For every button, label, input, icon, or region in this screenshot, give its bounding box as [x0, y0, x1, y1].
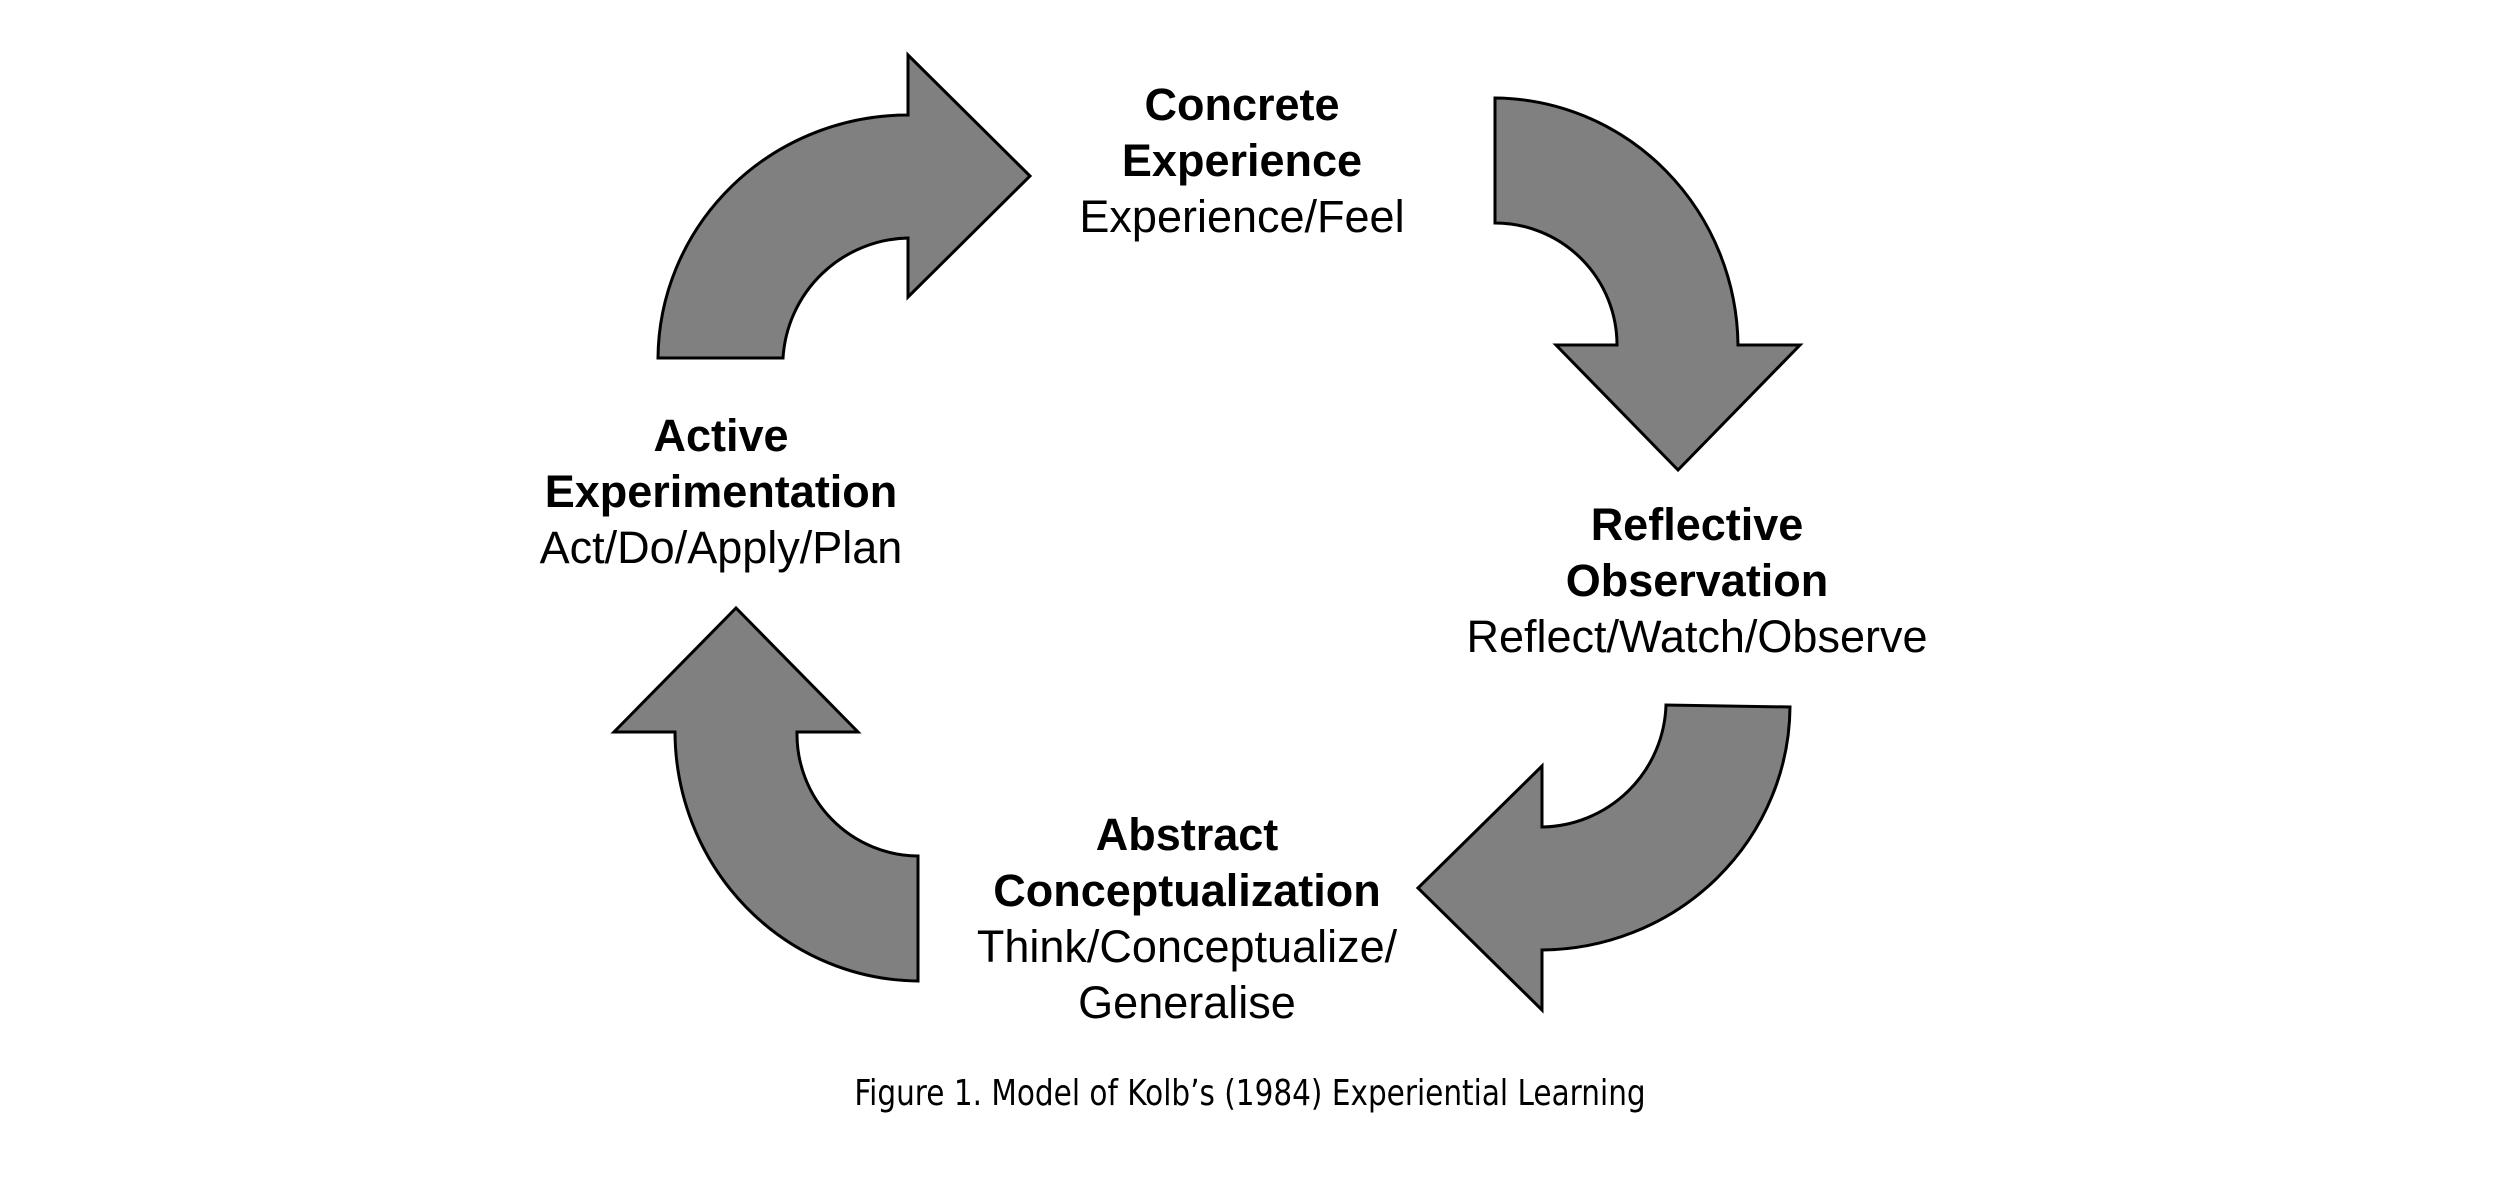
stage-subtitle: Think/Conceptualize/: [976, 921, 1398, 972]
stage-title: Reflective: [1590, 499, 1804, 550]
arrow-abstract-to-active: [610, 605, 920, 983]
stage-subtitle: Reflect/Watch/Observe: [1466, 611, 1928, 662]
stage-title: Concrete: [1144, 79, 1340, 130]
figure-caption: Figure 1. Model of Kolb’s (1984) Experie…: [767, 1073, 1732, 1114]
stage-reflective-observation: Reflective Observation Reflect/Watch/Obs…: [1467, 497, 1928, 665]
stage-title: Experimentation: [544, 466, 898, 517]
stage-title: Experience: [1121, 135, 1363, 186]
stage-title: Active: [653, 410, 789, 461]
stage-concrete-experience: Concrete Experience Experience/Feel: [1079, 77, 1404, 245]
stage-subtitle: Generalise: [1078, 977, 1296, 1028]
arrow-active-to-concrete: [656, 51, 1033, 360]
arrow-reflective-to-abstract: [1415, 703, 1792, 1014]
stage-title: Conceptualization: [993, 865, 1381, 916]
stage-subtitle: Act/Do/Apply/Plan: [539, 522, 903, 573]
stage-abstract-conceptualization: Abstract Conceptualization Think/Concept…: [977, 807, 1397, 1031]
stage-subtitle: Experience/Feel: [1079, 191, 1405, 242]
figure-caption-text: Figure 1. Model of Kolb’s (1984) Experie…: [854, 1073, 1646, 1114]
arrow-concrete-to-reflective: [1493, 96, 1804, 473]
stage-active-experimentation: Active Experimentation Act/Do/Apply/Plan: [540, 408, 903, 576]
stage-title: Observation: [1565, 555, 1829, 606]
stage-title: Abstract: [1095, 809, 1279, 860]
